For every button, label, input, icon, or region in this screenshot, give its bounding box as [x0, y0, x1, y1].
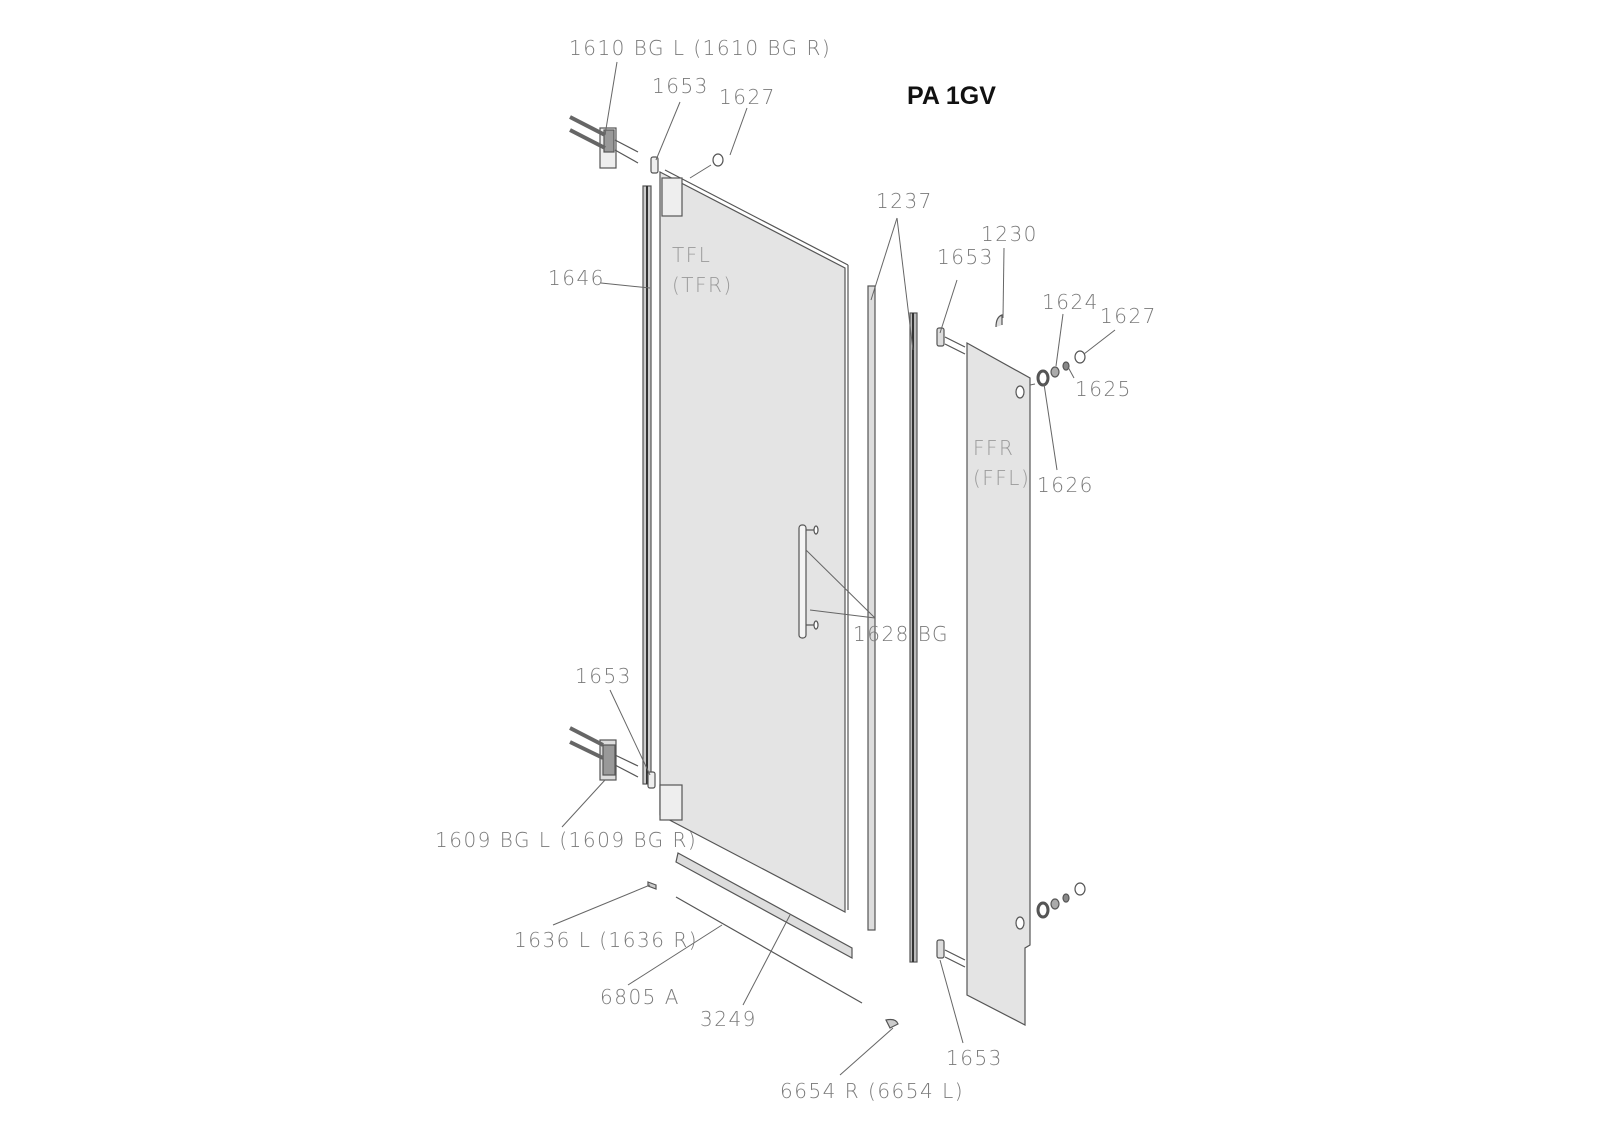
bottom-hinge [569, 726, 639, 781]
label-cap-top-left: 1653 [652, 74, 709, 98]
handle-1628 [798, 524, 819, 639]
seal-1237-left [867, 285, 876, 931]
door-top-hinge-plate [661, 177, 683, 217]
label-cap-bottom-left: 1653 [575, 664, 632, 688]
label-cap-right-bottom: 1653 [946, 1046, 1003, 1070]
label-handle: 1628 BG [853, 622, 949, 646]
label-clip-1230: 1230 [981, 222, 1038, 246]
label-top-hinge: 1610 BG L (1610 BG R) [569, 36, 832, 60]
label-bottom-hinge: 1609 BG L (1609 BG R) [435, 828, 698, 852]
door-panel-label: TFL (TFR) [672, 240, 733, 300]
label-washer-1624: 1624 [1042, 290, 1099, 314]
label-cover-right: 1627 [1100, 304, 1157, 328]
fixed-panel-alt-code: (FFL) [973, 466, 1031, 490]
fixed-panel-label: FFR (FFL) [973, 433, 1030, 493]
rod-6805A [675, 896, 863, 1004]
diagram-title: PA 1GV [907, 82, 996, 110]
label-seal-1237: 1237 [876, 189, 933, 213]
fixed-glass-panel [966, 341, 1031, 1026]
label-nut-1625: 1625 [1075, 377, 1132, 401]
fixed-panel-code: FFR [973, 436, 1015, 460]
door-panel-alt-code: (TFR) [672, 273, 733, 297]
label-seal-1646: 1646 [548, 266, 605, 290]
label-rod: 6805 A [600, 985, 680, 1009]
label-gasket-1626: 1626 [1037, 473, 1094, 497]
label-cap-right-top: 1653 [937, 245, 994, 269]
label-end-cap: 1636 L (1636 R) [514, 928, 699, 952]
top-hinge [569, 115, 639, 169]
door-bottom-hinge-plate [659, 784, 683, 821]
door-glass-panel [659, 171, 846, 913]
label-sweep-profile: 3249 [700, 1007, 757, 1031]
door-panel-code: TFL [672, 243, 712, 267]
label-cover-top-left: 1627 [719, 85, 776, 109]
label-end-piece: 6654 R (6654 L) [780, 1079, 965, 1103]
sweep-profile-3249 [675, 852, 853, 960]
